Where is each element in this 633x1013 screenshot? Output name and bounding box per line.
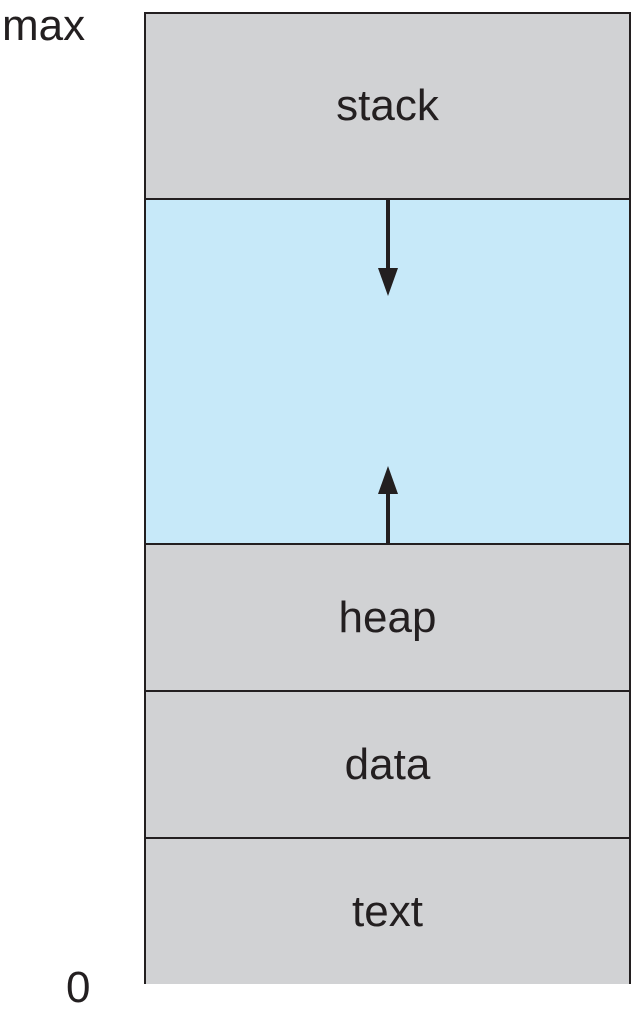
data-label: data xyxy=(344,739,431,789)
address-zero-label: 0 xyxy=(66,963,91,1012)
stack-label: stack xyxy=(336,81,439,130)
heap-label: heap xyxy=(338,592,437,642)
memory-box: stack heap data text xyxy=(144,12,631,984)
free-space-segment xyxy=(146,200,629,545)
data-segment: data xyxy=(146,692,629,839)
stack-segment: stack xyxy=(146,14,629,200)
heap-segment: heap xyxy=(146,545,629,692)
text-segment: text xyxy=(146,839,629,984)
text-label: text xyxy=(352,886,423,936)
address-max-label: max xyxy=(2,1,86,50)
